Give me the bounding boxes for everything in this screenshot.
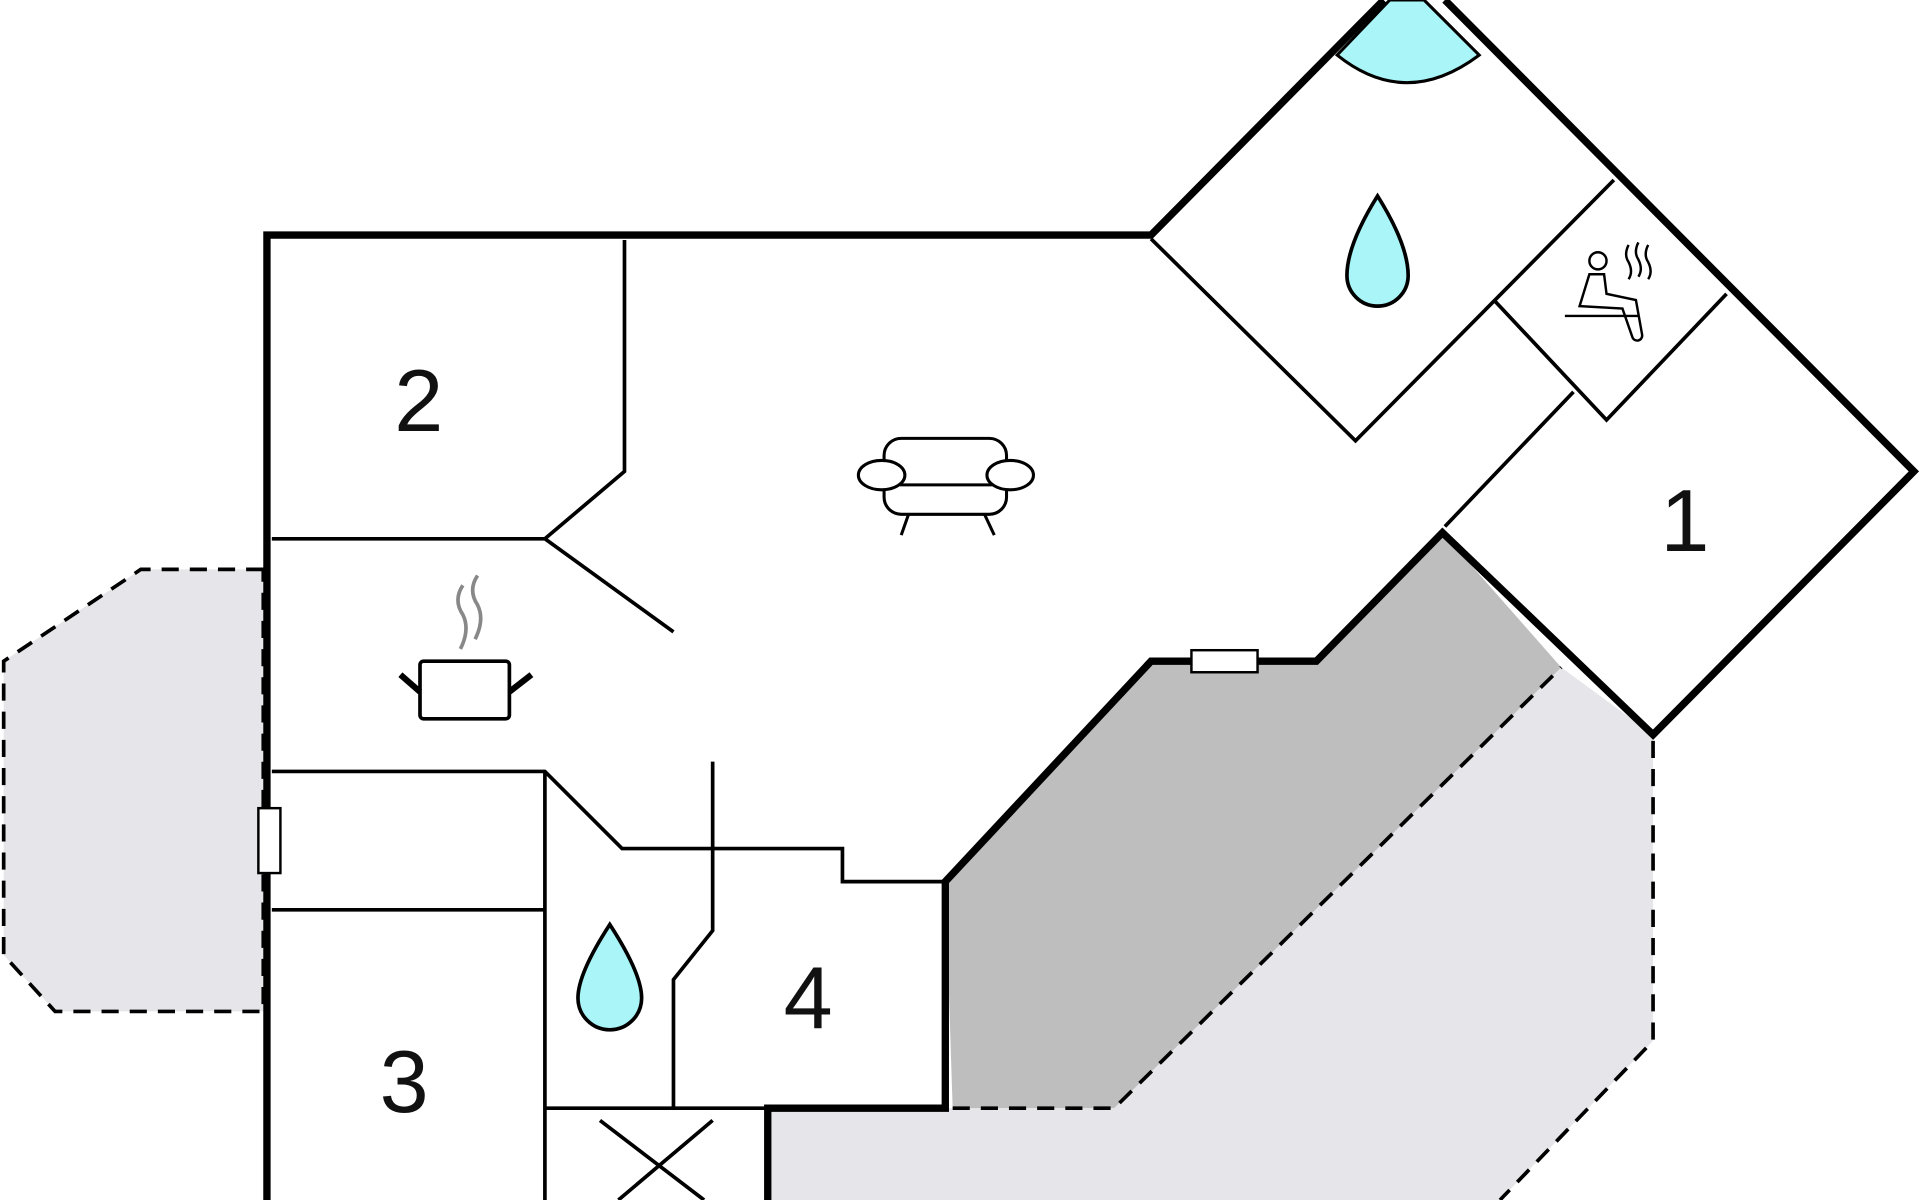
room-1-label: 1: [1660, 471, 1709, 570]
cooking-pot-icon: [398, 574, 534, 721]
terrace-open: [767, 667, 1654, 1200]
water-drop-icon: [576, 921, 644, 1032]
outer-walls: [263, 0, 1387, 1200]
window-icon: [1190, 648, 1259, 674]
water-drop-icon: [1345, 192, 1411, 308]
room-2-label: 2: [394, 351, 443, 450]
sauna-icon: [1564, 241, 1652, 342]
sofa-icon: [856, 436, 1035, 536]
room-4-label: 4: [784, 949, 833, 1048]
terrace-covered-edge: [952, 666, 1563, 1110]
terrace-left: [1, 567, 266, 1014]
shower-icon: [1334, 0, 1482, 85]
terrace-open-edge: [1498, 740, 1655, 1200]
inner-walls: [271, 178, 1728, 1200]
room-3-label: 3: [380, 1032, 429, 1131]
window-icon: [257, 806, 282, 875]
terrace-covered: [945, 532, 1562, 1109]
